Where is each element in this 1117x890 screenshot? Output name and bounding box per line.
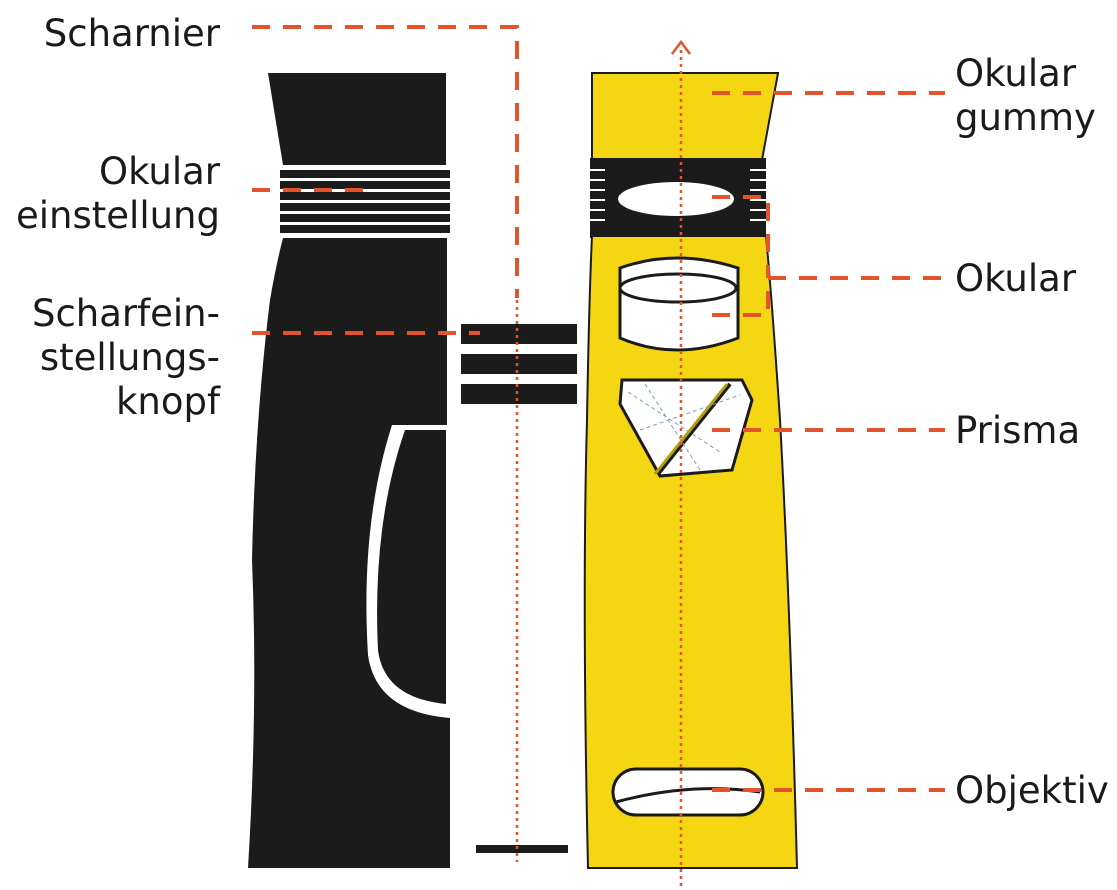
eyepiece-lens: [618, 256, 740, 352]
eyepiece-diopter-window: [618, 182, 734, 216]
label-scharfeinstellungsknopf-line3: knopf: [115, 380, 220, 423]
optical-axis-arrowhead: [671, 39, 691, 55]
label-okular-einstellung: Okular einstellung: [16, 150, 220, 238]
label-prisma-text: Prisma: [955, 409, 1081, 452]
label-prisma: Prisma: [955, 409, 1080, 453]
label-okular-gummy-line1: Okular: [955, 52, 1077, 95]
right-barrel: [583, 72, 799, 869]
label-scharfeinstellungsknopf-line1: Scharfein-: [31, 292, 220, 335]
right-eyecup: [591, 72, 780, 161]
leader-okular-top: [712, 195, 770, 278]
label-okular-gummy-line2: gummy: [955, 96, 1096, 139]
label-okular-gummy: Okular gummy: [955, 52, 1096, 140]
label-okular-text: Okular: [955, 257, 1077, 300]
label-objektiv: Objektiv: [955, 769, 1109, 813]
label-scharnier: Scharnier: [44, 12, 220, 56]
left-barrel: [248, 73, 450, 868]
label-scharfeinstellungsknopf: Scharfein- stellungs- knopf: [32, 292, 220, 424]
hinge-bottom-bar: [476, 845, 568, 853]
leader-lines: [252, 25, 945, 792]
prism: [618, 378, 754, 478]
label-okular-einstellung-line1: Okular: [98, 150, 220, 193]
label-okular-einstellung-line2: einstellung: [16, 194, 220, 237]
leader-scharnier: [252, 25, 519, 298]
optical-axes: [515, 50, 683, 886]
label-scharnier-text: Scharnier: [43, 12, 220, 55]
left-eyecup: [268, 73, 446, 165]
label-okular: Okular: [955, 257, 1076, 301]
left-grip-inner: [377, 430, 446, 704]
label-objektiv-text: Objektiv: [955, 769, 1109, 812]
right-eyepiece-ridges: [590, 169, 766, 221]
label-scharfeinstellungsknopf-line2: stellungs-: [39, 336, 220, 379]
focus-knob: [461, 324, 577, 404]
leader-okular: [712, 276, 945, 317]
objective-lens: [611, 767, 765, 817]
left-body: [248, 238, 450, 868]
left-eyepiece-rings: [280, 170, 450, 233]
